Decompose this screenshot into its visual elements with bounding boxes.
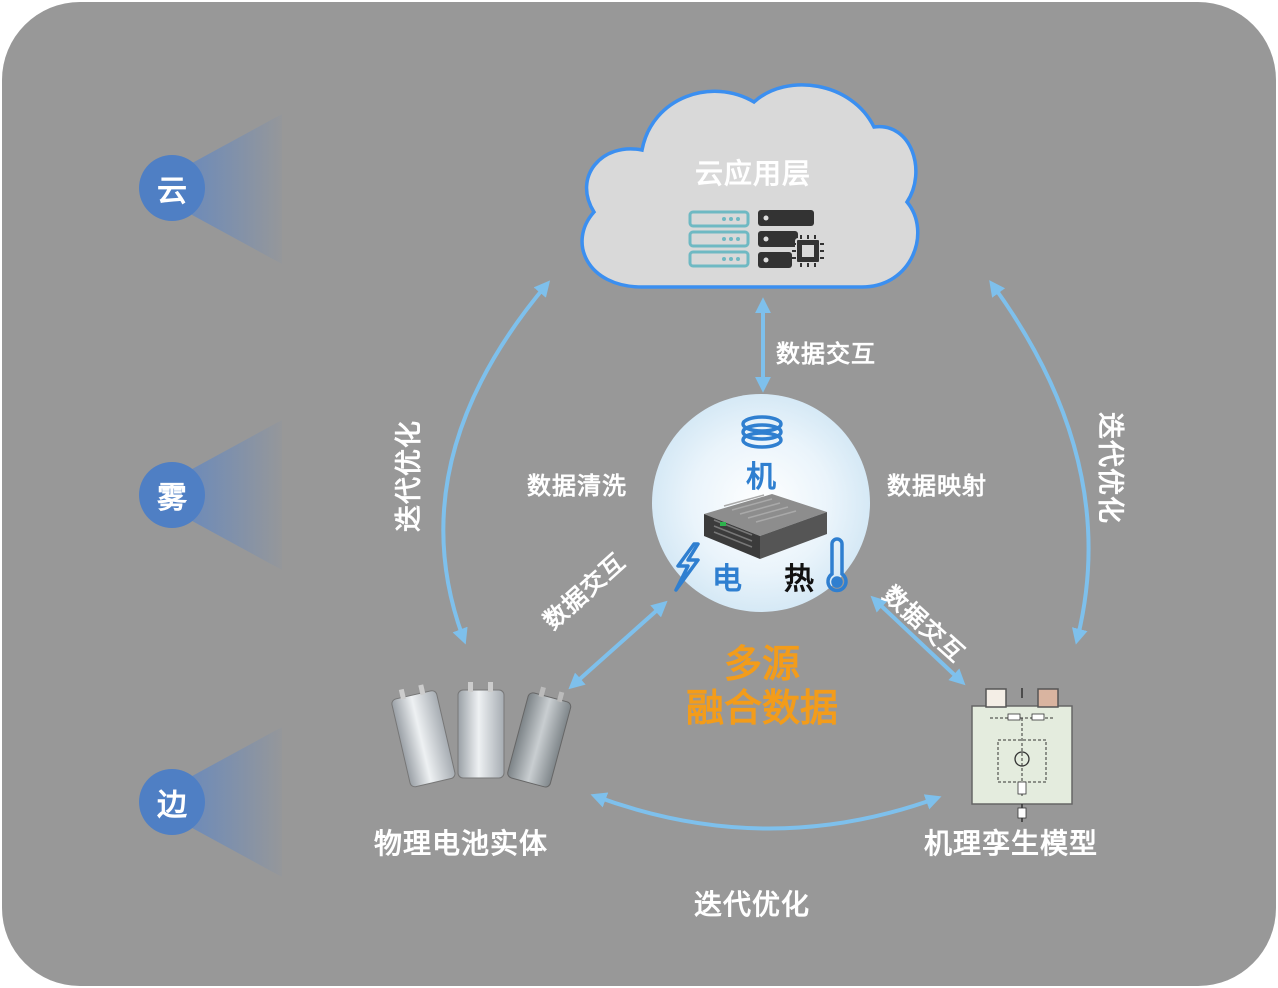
fog-hub: 机 电 热	[652, 394, 870, 612]
thermometer-icon	[826, 537, 848, 593]
fusion-line-2: 融合数据	[685, 686, 838, 730]
lightning-icon	[674, 542, 700, 592]
label-data-mapping: 数据映射	[887, 472, 987, 500]
tier-fog: 雾	[139, 462, 205, 528]
server-rack-icon	[688, 210, 750, 268]
hub-label-electrical: 电	[712, 562, 742, 597]
arrow-right-arc	[989, 280, 1091, 645]
tier-cloud: 云	[139, 155, 205, 221]
hub-graphics	[674, 415, 848, 593]
edge-computer-device	[704, 494, 827, 559]
arrow-left-arc	[441, 280, 551, 645]
label-iterative-opt-bottom: 迭代优化	[694, 888, 811, 921]
server-chip-icon	[758, 210, 824, 268]
cloud-shape	[580, 83, 920, 289]
hub-label-thermal: 热	[784, 562, 814, 597]
arrow-hub-physical	[568, 600, 668, 690]
multi-source-fusion-caption: 多源 融合数据	[662, 642, 862, 730]
fusion-line-1: 多源	[723, 642, 800, 686]
cloud-layer-title: 云应用层	[695, 157, 812, 190]
node-physical-battery: 物理电池实体	[374, 827, 549, 860]
arrow-bottom-arc	[590, 792, 942, 831]
coil-spring-icon	[741, 415, 783, 449]
label-data-cleaning: 数据清洗	[527, 472, 627, 500]
arrow-hub-twin	[870, 595, 966, 686]
hub-label-mechanical: 机	[746, 460, 776, 495]
label-iterative-opt-left: 迭代优化	[394, 420, 425, 532]
node-twin-model: 机理孪生模型	[924, 827, 1099, 860]
label-data-interaction-top: 数据交互	[776, 340, 876, 368]
twin-model-circuit-image	[971, 688, 1073, 822]
tier-edge: 边	[139, 769, 205, 835]
battery-cells-image	[391, 682, 572, 788]
label-iterative-opt-right: 迭代优化	[1094, 412, 1125, 524]
